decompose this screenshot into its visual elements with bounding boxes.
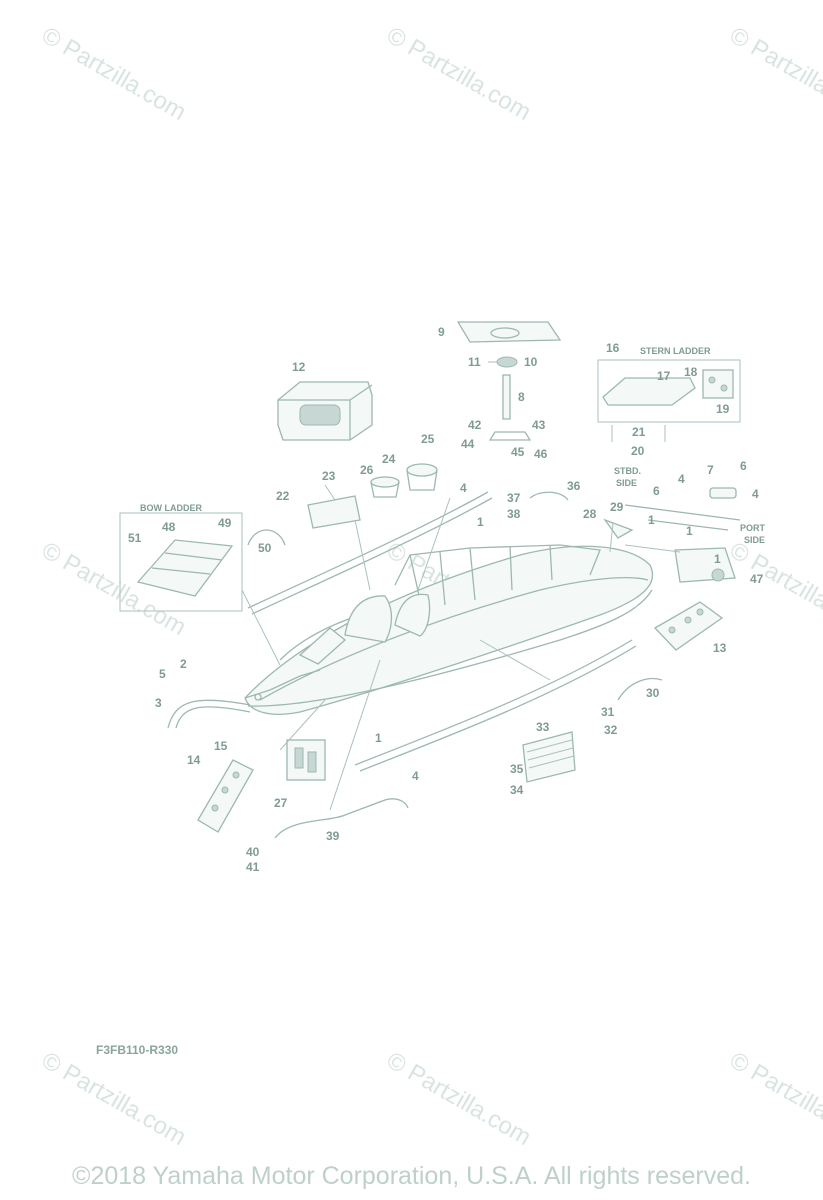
callout: 19 <box>716 402 730 416</box>
callout: 51 <box>128 531 142 545</box>
callout: 43 <box>532 418 546 432</box>
port-side-label-2: SIDE <box>744 535 765 545</box>
callout: 4 <box>678 472 685 486</box>
callout: 29 <box>610 500 624 514</box>
bow-ladder-label: BOW LADDER <box>140 503 202 513</box>
callout: 6 <box>653 484 660 498</box>
callout: 35 <box>510 762 524 776</box>
grill-part-33 <box>522 731 576 783</box>
rub-rail <box>247 491 637 772</box>
callout: 8 <box>518 390 525 404</box>
boat-hull <box>244 544 654 715</box>
callout: 46 <box>534 447 548 461</box>
callout: 30 <box>646 686 660 700</box>
callout: 49 <box>218 516 232 530</box>
callout: 23 <box>322 469 336 483</box>
watermark: © Partzilla.com <box>725 22 823 126</box>
leader-lines <box>241 497 681 811</box>
callout: 40 <box>246 845 260 859</box>
section-labels: STERN LADDER BOW LADDER STBD. SIDE PORT … <box>140 346 766 545</box>
callout: 21 <box>632 425 646 439</box>
callout: 50 <box>258 541 272 555</box>
callout: 1 <box>714 552 721 566</box>
stern-ladder-box <box>597 359 741 442</box>
callout: 33 <box>536 720 550 734</box>
watermark: © Partzilla.com <box>725 537 823 641</box>
callout: 13 <box>713 641 727 655</box>
callouts: 1 1 1 1 1 2 3 4 4 4 4 5 6 6 7 8 9 10 11 … <box>128 325 764 874</box>
copyright-notice: ©2018 Yamaha Motor Corporation, U.S.A. A… <box>72 1162 751 1190</box>
watermark: © Partzilla.com <box>725 1047 823 1151</box>
storage-tray <box>307 484 361 529</box>
callout: 45 <box>511 445 525 459</box>
watermark: © Partzilla.com <box>37 1047 191 1151</box>
callout: 32 <box>604 723 618 737</box>
diagram-code: F3FB110-R330 <box>96 1043 179 1057</box>
callout: 14 <box>187 753 201 767</box>
callout: 44 <box>461 437 475 451</box>
callout: 4 <box>752 487 759 501</box>
bow-ladder <box>119 512 286 612</box>
callout: 6 <box>740 459 747 473</box>
callout: 2 <box>180 657 187 671</box>
callout: 42 <box>468 418 482 432</box>
callout: 25 <box>421 432 435 446</box>
stern-ladder-label: STERN LADDER <box>640 346 711 356</box>
watermark: © Partzilla.com <box>382 22 536 126</box>
callout: 10 <box>524 355 538 369</box>
callout: 22 <box>276 489 290 503</box>
callout: 20 <box>631 444 645 458</box>
callout: 28 <box>583 507 597 521</box>
callout: 26 <box>360 463 374 477</box>
callout: 34 <box>510 783 524 797</box>
callout: 4 <box>460 481 467 495</box>
callout: 1 <box>477 515 484 529</box>
callout: 9 <box>438 325 445 339</box>
callout: 7 <box>707 463 714 477</box>
callout: 39 <box>326 829 340 843</box>
callout: 1 <box>686 524 693 538</box>
callout: 24 <box>382 452 396 466</box>
stbd-side-label-1: STBD. <box>614 466 641 476</box>
handrails <box>274 491 663 839</box>
port-side-label-1: PORT <box>740 523 766 533</box>
callout: 48 <box>162 520 176 534</box>
callout: 47 <box>750 572 764 586</box>
callout: 3 <box>155 696 162 710</box>
vent-part-13 <box>653 601 724 651</box>
callout: 27 <box>274 796 288 810</box>
cup-holders <box>370 463 438 498</box>
watermark: © Partzilla.com <box>382 1047 536 1151</box>
callout: 36 <box>567 479 581 493</box>
callout: 41 <box>246 860 260 874</box>
watermark: © Partzilla.com <box>37 22 191 126</box>
vent-part-14 <box>197 759 254 833</box>
side-fittings <box>603 487 741 583</box>
callout: 38 <box>507 507 521 521</box>
bow-rail <box>167 699 251 729</box>
callout: 5 <box>159 667 166 681</box>
callout: 12 <box>292 360 306 374</box>
callout: 1 <box>375 731 382 745</box>
callout: 31 <box>601 705 615 719</box>
callout: 16 <box>606 341 620 355</box>
cooler-part <box>277 381 373 441</box>
callout: 15 <box>214 739 228 753</box>
callout: 17 <box>657 369 671 383</box>
part-27 <box>286 739 326 781</box>
stbd-side-label-2: SIDE <box>616 478 637 488</box>
callout: 37 <box>507 491 521 505</box>
callout: 4 <box>412 769 419 783</box>
callout: 11 <box>468 355 481 369</box>
callout: 18 <box>684 365 698 379</box>
callout: 1 <box>648 513 655 527</box>
table-pedestal <box>456 321 562 441</box>
